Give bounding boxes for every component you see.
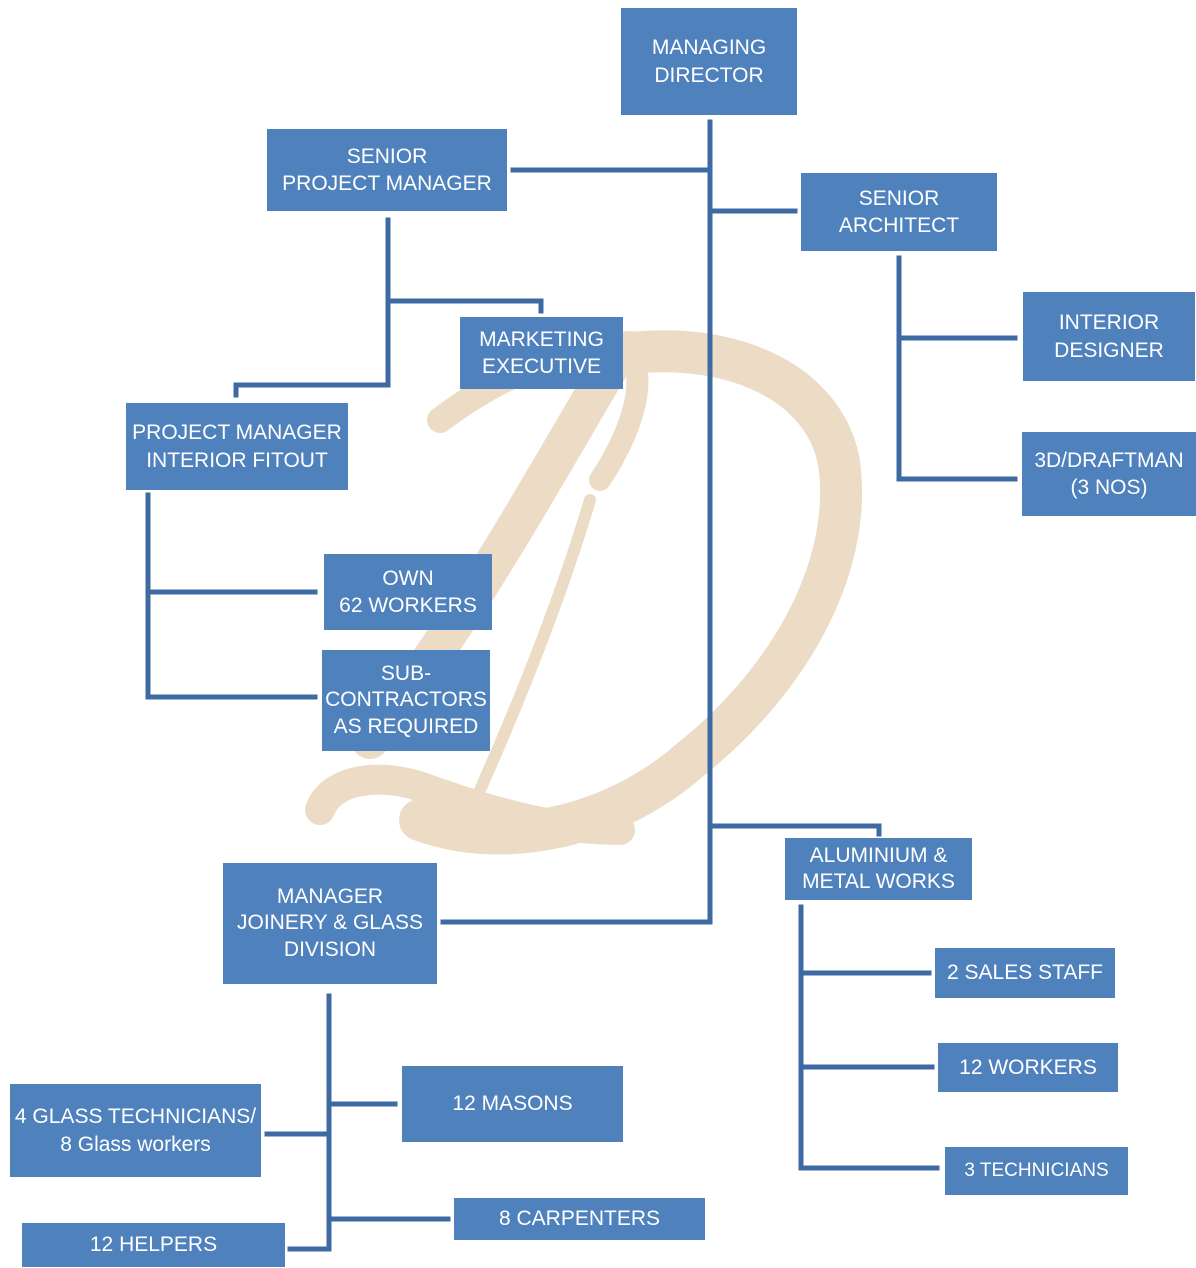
alu-workers-label: 12 WORKERS: [959, 1055, 1097, 1079]
project-manager-fitout-line-1: PROJECT MANAGER: [132, 421, 342, 445]
masons-label: 12 MASONS: [452, 1092, 573, 1116]
own-workers-box: OWN 62 WORKERS: [324, 554, 492, 630]
sales-staff-label: 2 SALES STAFF: [947, 961, 1103, 985]
senior-project-manager-box: SENIOR PROJECT MANAGER: [267, 129, 507, 211]
manager-joinery-line-1: MANAGER: [276, 885, 384, 909]
subcontractors-line-3: AS REQUIRED: [333, 714, 479, 738]
senior-architect-box: SENIOR ARCHITECT: [801, 173, 997, 251]
managing-director-box: MANAGING DIRECTOR: [621, 8, 797, 115]
glass-technicians-line-2: 8 Glass workers: [60, 1132, 211, 1156]
draftman-box: 3D/DRAFTMAN (3 NOS): [1022, 432, 1196, 516]
technicians-label: 3 TECHNICIANS: [964, 1159, 1109, 1181]
carpenters-label: 8 CARPENTERS: [498, 1207, 661, 1231]
project-manager-fitout-box: PROJECT MANAGER INTERIOR FITOUT: [126, 403, 348, 490]
helpers-label: 12 HELPERS: [89, 1233, 218, 1257]
manager-joinery-box: MANAGER JOINERY & GLASS DIVISION: [223, 863, 437, 984]
aluminium-metal-box: ALUMINIUM & METAL WORKS: [785, 838, 972, 900]
carpenters-box: 8 CARPENTERS: [454, 1198, 705, 1240]
marketing-executive-box: MARKETING EXECUTIVE: [460, 317, 623, 389]
helpers-box: 12 HELPERS: [22, 1223, 285, 1267]
senior-project-manager-line-1: SENIOR: [346, 144, 428, 168]
managing-director-line-1: MANAGING: [651, 36, 767, 60]
interior-designer-box: INTERIOR DESIGNER: [1023, 292, 1195, 381]
subcontractors-line-2: CONTRACTORS: [325, 688, 487, 712]
senior-project-manager-line-2: PROJECT MANAGER: [282, 172, 492, 195]
own-workers-line-1: OWN: [382, 566, 434, 590]
interior-designer-line-1: INTERIOR: [1058, 311, 1160, 335]
interior-designer-line-2: DESIGNER: [1054, 338, 1164, 362]
glass-technicians-line-1: 4 GLASS TECHNICIANS/: [14, 1105, 257, 1129]
draftman-line-1: 3D/DRAFTMAN: [1034, 448, 1184, 472]
marketing-executive-line-1: MARKETING: [479, 327, 604, 351]
manager-joinery-line-2: JOINERY & GLASS: [237, 911, 423, 935]
managing-director-line-2: DIRECTOR: [654, 63, 764, 87]
senior-architect-line-2: ARCHITECT: [838, 214, 960, 237]
aluminium-metal-line-1: ALUMINIUM &: [809, 843, 948, 867]
sales-staff-box: 2 SALES STAFF: [935, 948, 1115, 998]
manager-joinery-line-3: DIVISION: [283, 937, 377, 961]
aluminium-metal-line-2: METAL WORKS: [802, 870, 955, 893]
technicians-box: 3 TECHNICIANS: [945, 1147, 1128, 1195]
own-workers-line-2: 62 WORKERS: [339, 594, 477, 617]
glass-technicians-box: 4 GLASS TECHNICIANS/ 8 Glass workers: [10, 1084, 261, 1177]
masons-box: 12 MASONS: [402, 1066, 623, 1142]
senior-architect-line-1: SENIOR: [858, 186, 940, 210]
draftman-line-2: (3 NOS): [1070, 476, 1148, 499]
subcontractors-box: SUB- CONTRACTORS AS REQUIRED: [322, 650, 490, 751]
alu-workers-box: 12 WORKERS: [938, 1043, 1118, 1092]
project-manager-fitout-line-2: INTERIOR FITOUT: [146, 448, 328, 472]
subcontractors-line-1: SUB-: [380, 662, 432, 686]
marketing-executive-line-2: EXECUTIVE: [481, 355, 602, 378]
